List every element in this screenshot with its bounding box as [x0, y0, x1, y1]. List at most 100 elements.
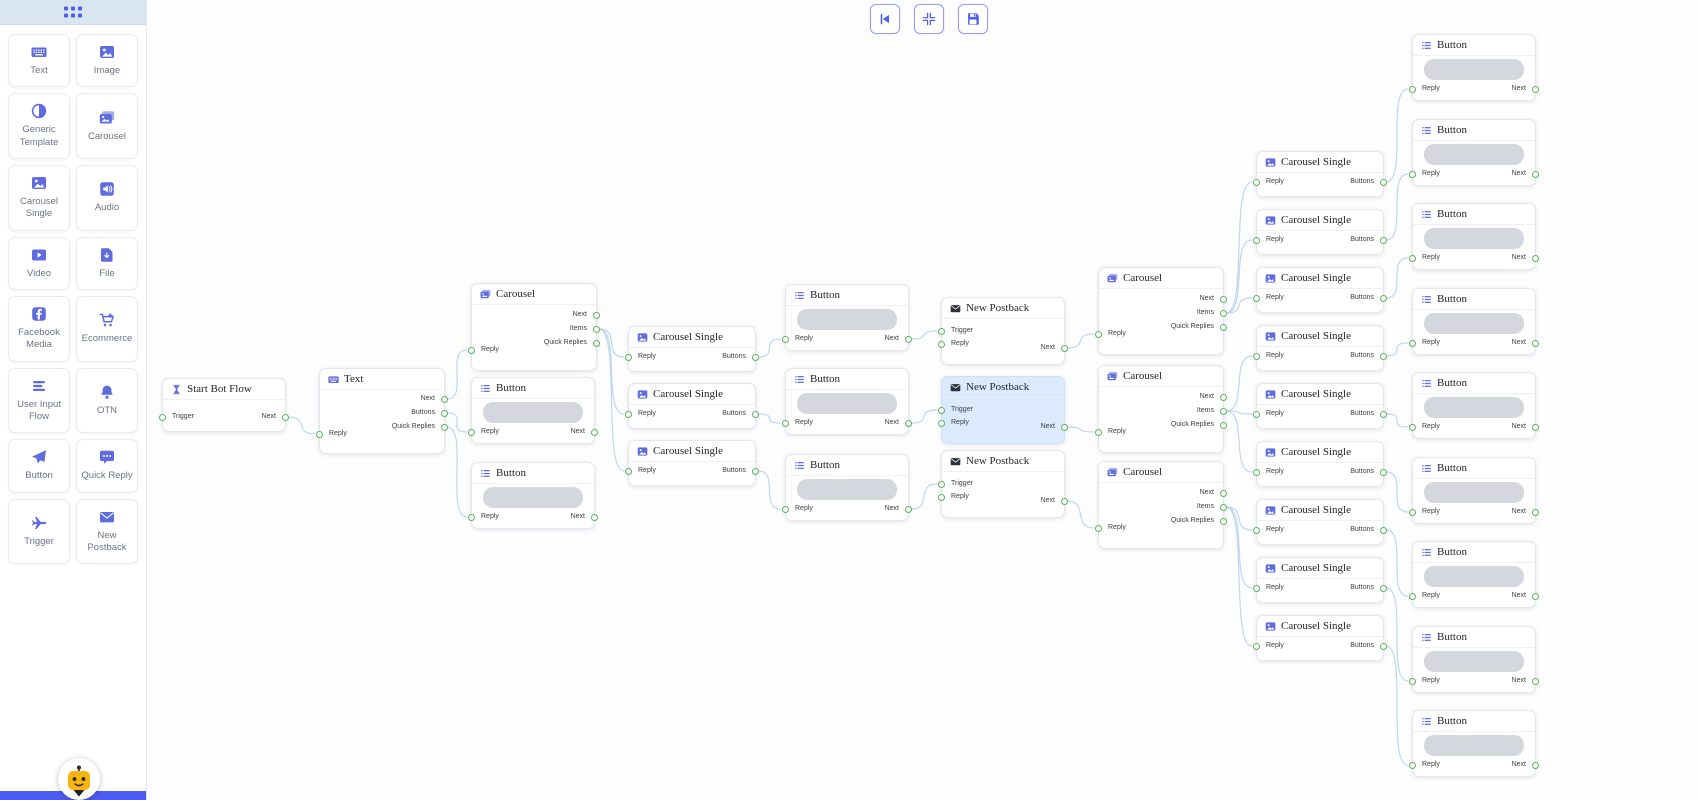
- sidebar-header[interactable]: [0, 0, 146, 25]
- port-text-reply[interactable]: [316, 431, 323, 438]
- port-csr8-reply[interactable]: [1253, 585, 1260, 592]
- port-btnr6-reply[interactable]: [1409, 509, 1416, 516]
- port-np1-next[interactable]: [1061, 345, 1068, 352]
- port-csr9-buttons[interactable]: [1380, 643, 1387, 650]
- port-btn2-reply[interactable]: [468, 514, 475, 521]
- sidebar-item-carousel-single[interactable]: Carousel Single: [8, 165, 70, 231]
- sidebar-item-facebook-media[interactable]: Facebook Media: [8, 296, 70, 362]
- port-btn5-next[interactable]: [905, 506, 912, 513]
- sidebar-item-image[interactable]: Image: [76, 34, 138, 88]
- port-np1-reply[interactable]: [938, 341, 945, 348]
- port-cs2-buttons[interactable]: [752, 411, 759, 418]
- port-btn3-reply[interactable]: [782, 336, 789, 343]
- port-csr9-reply[interactable]: [1253, 643, 1260, 650]
- port-csr4-buttons[interactable]: [1380, 353, 1387, 360]
- port-csr7-reply[interactable]: [1253, 527, 1260, 534]
- fit-view-button[interactable]: [914, 4, 944, 34]
- port-btn5-reply[interactable]: [782, 506, 789, 513]
- chatbot-widget-button[interactable]: [58, 758, 100, 800]
- port-car3-quick-replies[interactable]: [1220, 422, 1227, 429]
- port-csr7-buttons[interactable]: [1380, 527, 1387, 534]
- port-car1-reply[interactable]: [468, 347, 475, 354]
- save-button[interactable]: [958, 4, 988, 34]
- port-btnr8-reply[interactable]: [1409, 678, 1416, 685]
- port-car4-reply[interactable]: [1095, 525, 1102, 532]
- port-car3-reply[interactable]: [1095, 429, 1102, 436]
- sidebar-item-new-postback[interactable]: New Postback: [76, 498, 138, 565]
- port-btnr1-reply[interactable]: [1409, 86, 1416, 93]
- skip-to-start-button[interactable]: [870, 4, 900, 34]
- port-text-buttons[interactable]: [441, 410, 448, 417]
- port-car1-quick-replies[interactable]: [593, 340, 600, 347]
- sidebar-item-otn[interactable]: OTN: [76, 367, 138, 434]
- port-cs1-buttons[interactable]: [752, 354, 759, 361]
- sidebar-item-file[interactable]: File: [76, 236, 138, 291]
- sidebar-item-audio[interactable]: Audio: [76, 165, 138, 231]
- port-car4-quick-replies[interactable]: [1220, 518, 1227, 525]
- port-btnr3-reply[interactable]: [1409, 255, 1416, 262]
- port-btn4-reply[interactable]: [782, 420, 789, 427]
- port-csr2-buttons[interactable]: [1380, 237, 1387, 244]
- port-btnr3-next[interactable]: [1532, 255, 1539, 262]
- sidebar-item-carousel[interactable]: Carousel: [76, 93, 138, 160]
- port-car4-items[interactable]: [1220, 504, 1227, 511]
- port-start-trigger[interactable]: [159, 414, 166, 421]
- port-btnr2-next[interactable]: [1532, 171, 1539, 178]
- port-start-next[interactable]: [282, 414, 289, 421]
- port-csr5-buttons[interactable]: [1380, 411, 1387, 418]
- port-btnr5-next[interactable]: [1532, 424, 1539, 431]
- port-csr1-buttons[interactable]: [1380, 179, 1387, 186]
- sidebar-item-text[interactable]: Text: [8, 34, 70, 88]
- sidebar-item-video[interactable]: Video: [8, 236, 70, 291]
- port-btn1-reply[interactable]: [468, 429, 475, 436]
- port-car3-next[interactable]: [1220, 394, 1227, 401]
- port-text-quick-replies[interactable]: [441, 424, 448, 431]
- port-csr5-reply[interactable]: [1253, 411, 1260, 418]
- port-car1-next[interactable]: [593, 312, 600, 319]
- port-btnr6-next[interactable]: [1532, 509, 1539, 516]
- port-csr3-reply[interactable]: [1253, 295, 1260, 302]
- port-csr2-reply[interactable]: [1253, 237, 1260, 244]
- port-np2-trigger[interactable]: [938, 407, 945, 414]
- port-btnr1-next[interactable]: [1532, 86, 1539, 93]
- port-btnr7-reply[interactable]: [1409, 593, 1416, 600]
- port-cs3-reply[interactable]: [625, 468, 632, 475]
- port-car1-items[interactable]: [593, 326, 600, 333]
- sidebar-item-user-input-flow[interactable]: User Input Flow: [8, 367, 70, 434]
- port-btnr5-reply[interactable]: [1409, 424, 1416, 431]
- port-btnr4-next[interactable]: [1532, 340, 1539, 347]
- port-car3-items[interactable]: [1220, 408, 1227, 415]
- port-btnr9-next[interactable]: [1532, 762, 1539, 769]
- port-np2-reply[interactable]: [938, 420, 945, 427]
- port-btnr8-next[interactable]: [1532, 678, 1539, 685]
- sidebar-item-button[interactable]: Button: [8, 439, 70, 493]
- sidebar-item-trigger[interactable]: Trigger: [8, 498, 70, 565]
- port-cs2-reply[interactable]: [625, 411, 632, 418]
- sidebar-item-quick-reply[interactable]: Quick Reply: [76, 439, 138, 493]
- port-car2-quick-replies[interactable]: [1220, 324, 1227, 331]
- port-np1-trigger[interactable]: [938, 328, 945, 335]
